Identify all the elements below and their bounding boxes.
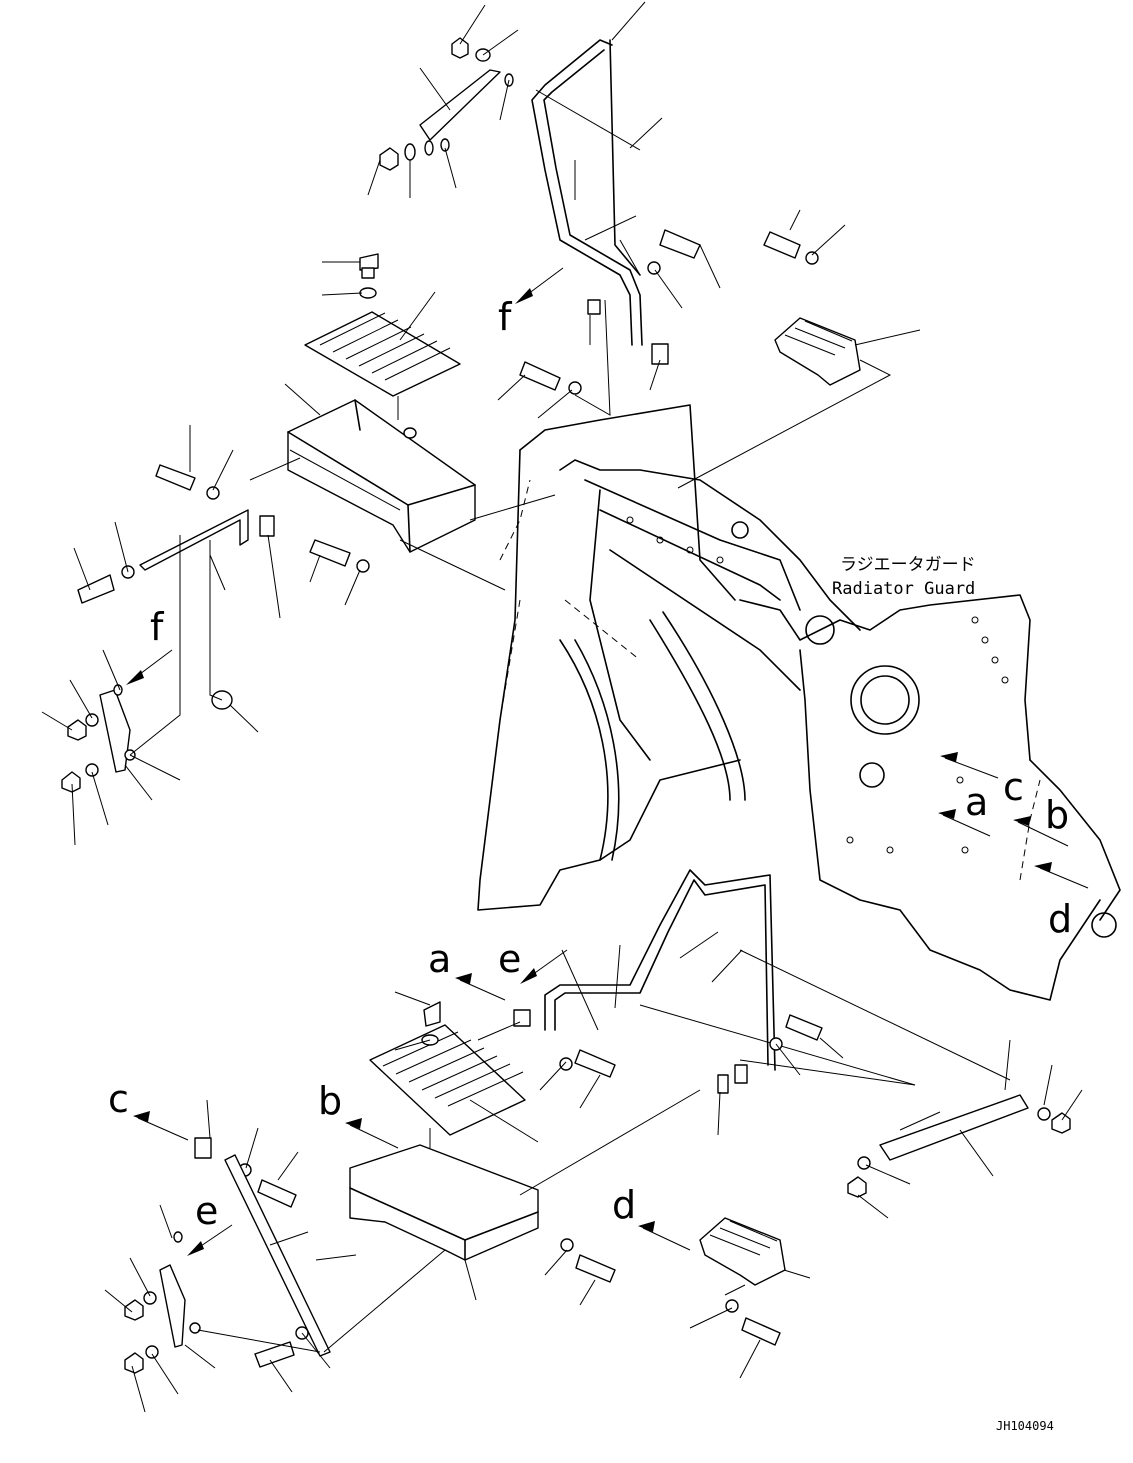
lower-fasteners (124, 1001, 1071, 1374)
upper-left-fasteners (61, 464, 370, 793)
callout-d-right: d (1048, 897, 1072, 941)
callout-d-lower: d (612, 1183, 636, 1227)
callout-a-lower: a (428, 937, 451, 981)
callout-b-right: b (1045, 793, 1069, 837)
callout-letters: f f c a b d a e c b e d (108, 295, 1072, 1233)
upper-platform (287, 311, 476, 553)
document-id: JH104094 (996, 1419, 1054, 1433)
callout-a-right: a (965, 780, 988, 824)
callout-e-lower: e (498, 937, 521, 981)
upper-handrail (419, 39, 643, 346)
leader-lines (41, 1, 1083, 1413)
radiator-guard-frame (477, 404, 1121, 1001)
direction-arrows (126, 267, 1089, 1256)
lower-handrail (544, 869, 1029, 1161)
radiator-guard-label-jp: ラジエータガード (840, 555, 976, 575)
callout-c-lower: c (108, 1077, 129, 1121)
callout-f-left: f (150, 605, 165, 649)
callout-c-right: c (1003, 765, 1024, 809)
callout-b-lower: b (318, 1079, 342, 1123)
callout-f-upper: f (498, 295, 513, 339)
upper-fasteners (359, 37, 819, 395)
upper-right-step (774, 317, 861, 386)
lower-right-step (699, 1217, 786, 1286)
lower-platform (349, 1024, 539, 1261)
radiator-guard-label-en: Radiator Guard (832, 579, 975, 599)
callout-e-left: e (195, 1189, 218, 1233)
